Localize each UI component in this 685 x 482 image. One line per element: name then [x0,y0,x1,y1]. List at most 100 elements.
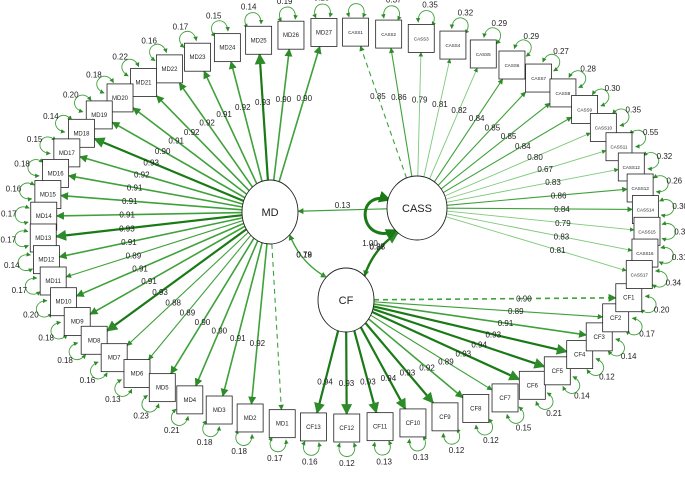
indicator-label-md21: MD21 [136,81,153,87]
variance-label-cf5: 0.14 [574,392,590,401]
variance-label-md21: 0.22 [112,52,128,61]
indicator-label-cass5: CASS5 [476,52,491,57]
loading-label-md14: 0.91 [119,211,135,220]
variance-loop-md14 [15,207,29,223]
loading-label-cf1: 0.90 [516,295,532,304]
indicator-label-md26: MD26 [283,33,300,39]
variance-loop-md13 [15,231,29,247]
indicator-label-cf7: CF7 [499,396,511,402]
loading-label-cass2: 0.86 [391,93,407,102]
loading-label-cf8: 0.92 [419,364,435,373]
loading-edge-cass15 [447,211,634,230]
indicator-label-cass4: CASS4 [446,43,461,48]
loading-label-cass16: 0.83 [554,233,570,242]
variance-label-cass8: 0.28 [580,65,596,74]
variance-label-md18: 0.14 [43,112,59,121]
loading-label-cass3: 0.79 [412,95,428,104]
indicator-label-cass9: CASS9 [577,107,592,112]
loading-label-cf3: 0.91 [498,319,514,328]
indicator-label-md2: MD2 [244,416,257,422]
indicator-label-md14: MD14 [36,214,53,220]
loading-edge-md7 [127,232,248,345]
variance-loop-md26 [279,7,295,22]
indicator-label-cass17: CASS17 [631,273,649,278]
indicator-label-md5: MD5 [156,386,169,392]
variance-label-cass2: 0.37 [386,0,402,4]
loading-label-cf7: 0.89 [438,358,454,367]
loading-label-md12: 0.91 [121,238,137,247]
variance-label-md2: 0.18 [231,447,247,456]
variance-loop-md16 [28,160,43,176]
variance-label-cf8: 0.12 [483,436,499,445]
loading-label-md23: 0.91 [216,110,232,119]
loading-label-cass15: 0.79 [555,219,571,228]
variance-label-md10: 0.20 [23,310,39,319]
latent-label-cf: CF [339,295,354,307]
latent-label-md: MD [261,207,278,219]
loading-edge-cass1 [360,46,406,178]
loading-edge-cf13 [317,331,338,413]
variance-label-md7: 0.16 [80,376,96,385]
variance-label-md25: 0.14 [241,3,257,12]
loading-edge-md27 [279,46,320,181]
variance-label-md6: 0.13 [105,395,121,404]
loading-label-cass4: 0.81 [432,100,448,109]
loading-label-md5: 0.90 [195,318,211,327]
variance-label-cass14: 0.30 [672,202,685,211]
loading-label-md2: 0.92 [250,339,266,348]
structural-label-cass-md: 0.13 [335,201,351,210]
loading-label-md25: 0.93 [255,98,271,107]
indicator-label-cf1: CF1 [623,296,635,302]
indicator-label-md17: MD17 [59,151,76,157]
variance-label-cf13: 0.16 [302,458,318,467]
loading-edge-md3 [223,243,262,396]
loading-label-cf10: 0.94 [381,374,397,383]
loading-edge-md5 [171,238,254,373]
indicator-label-cf12: CF12 [339,426,354,432]
variance-label-md26: 0.19 [277,0,293,6]
variance-loop-cass1 [348,4,364,18]
loading-label-cf2: 0.89 [508,307,524,316]
indicator-label-cass13: CASS13 [631,186,649,191]
indicator-label-cf8: CF8 [470,406,482,412]
loading-label-md10: 0.91 [132,264,148,273]
variance-loop-cass2 [384,6,400,20]
variance-label-cass10: 0.35 [626,105,642,114]
loading-label-md13: 0.93 [119,224,135,233]
indicator-label-cass7: CASS7 [531,76,546,81]
indicator-label-cass3: CASS3 [414,36,429,41]
indicator-label-cf5: CF5 [552,369,564,375]
loading-edge-md25 [260,54,268,180]
variance-label-md8: 0.18 [57,356,73,365]
variance-label-md19: 0.20 [63,91,79,100]
variance-label-cass15: 0.37 [674,228,685,237]
loading-edge-md13 [56,215,242,236]
variance-loop-cass3 [418,11,434,26]
latent-variance-label-cass: 1.00 [362,239,378,248]
indicator-label-md24: MD24 [219,46,236,52]
indicator-label-cf2: CF2 [610,316,622,322]
indicator-label-md20: MD20 [112,96,129,102]
variance-label-md14: 0.17 [1,210,17,219]
variance-label-cf6: 0.21 [546,409,562,418]
variance-label-cf11: 0.13 [376,457,392,466]
indicator-label-cf4: CF4 [574,353,586,359]
loading-label-md9: 0.91 [141,277,157,286]
loading-edge-md11 [66,221,243,277]
variance-label-cass16: 0.31 [672,253,685,262]
loading-edge-md26 [274,49,290,180]
indicator-label-md1: MD1 [276,422,289,428]
variance-label-cf10: 0.13 [413,453,429,462]
indicator-label-md27: MD27 [316,30,333,36]
loading-label-cf13: 0.94 [317,378,333,387]
latent-label-cass: CASS [402,203,432,215]
indicator-label-md3: MD3 [213,408,226,414]
indicator-label-md10: MD10 [55,300,72,306]
variance-label-md3: 0.18 [197,438,213,447]
variance-loop-md1 [270,437,286,452]
indicator-label-md9: MD9 [71,320,84,326]
indicator-label-cass8: CASS8 [556,91,571,96]
loading-label-cf9: 0.93 [400,368,416,377]
